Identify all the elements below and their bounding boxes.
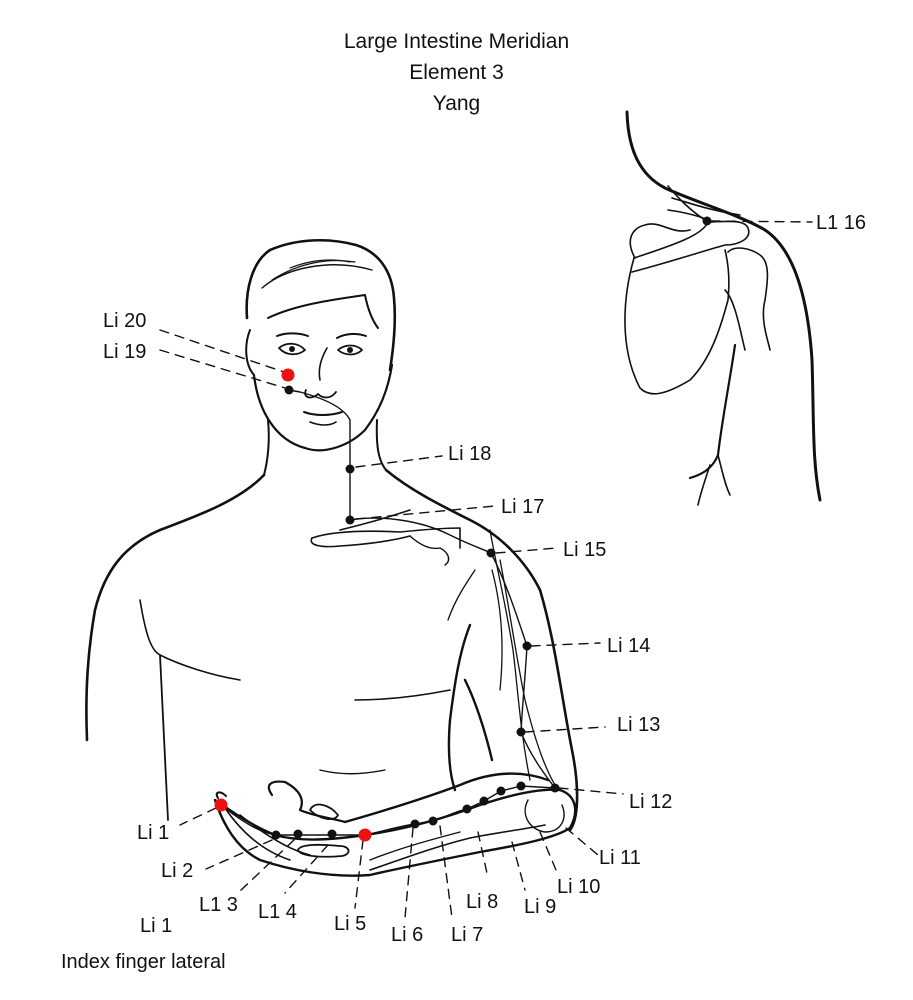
leader-li16 (710, 220, 813, 223)
leader-li8 (477, 831, 489, 879)
label-li18: Li 18 (448, 443, 492, 465)
label-li14: Li 14 (607, 635, 651, 657)
leader-li6 (404, 827, 414, 919)
label-li2: Li 2 (161, 860, 194, 882)
label-li10: Li 10 (557, 876, 601, 898)
acupoint-li12 (550, 783, 560, 793)
leader-li5 (354, 839, 364, 909)
leader-li20 (159, 329, 285, 373)
label-li17: Li 17 (501, 496, 545, 518)
label-li6: Li 6 (391, 924, 424, 946)
label-li3: L1 3 (199, 894, 238, 916)
acupoint-li17 (345, 515, 355, 525)
head-outline (245, 238, 397, 476)
diagram-title: Large Intestine Meridian Element 3 Yang (0, 26, 913, 119)
label-li16: L1 16 (816, 212, 867, 234)
acupoint-li18 (345, 464, 355, 474)
acupoint-li14 (522, 641, 532, 651)
leader-li19 (159, 349, 286, 389)
label-li5: Li 5 (334, 913, 367, 935)
acupoint-li19 (284, 385, 294, 395)
label-li1: Li 1 (137, 822, 170, 844)
torso-outline (85, 468, 579, 832)
leader-li4 (284, 844, 329, 894)
label-li13: Li 13 (617, 714, 661, 736)
leader-li9 (511, 841, 526, 891)
leader-li15 (495, 547, 558, 554)
label-li9: Li 9 (524, 896, 557, 918)
label-li7: Li 7 (451, 924, 484, 946)
leader-li10 (539, 831, 557, 871)
leader-li12 (558, 787, 624, 795)
acupoint-li20-highlighted (281, 368, 295, 382)
caption-point: Li 1 (140, 915, 173, 937)
title-meridian: Large Intestine Meridian (343, 30, 570, 53)
leader-li3 (239, 839, 295, 892)
acupoint-li1-highlighted (214, 798, 228, 812)
leader-li13 (524, 726, 606, 733)
label-li15: Li 15 (563, 539, 607, 561)
acupoint-li11 (516, 781, 526, 791)
acupoint-li9 (479, 796, 489, 806)
caption-description: Index finger lateral (61, 951, 226, 973)
label-li19: Li 19 (103, 341, 147, 363)
acupoint-li13 (516, 727, 526, 737)
leader-li18 (355, 455, 443, 468)
leader-li1 (179, 807, 217, 826)
label-li12: Li 12 (629, 791, 673, 813)
acupoint-li16 (702, 216, 712, 226)
label-li11: Li 11 (599, 847, 641, 869)
leader-lines (159, 220, 813, 919)
leader-li17 (355, 505, 496, 520)
acupoint-li15 (486, 548, 496, 558)
title-element: Element 3 (409, 61, 504, 84)
title-polarity: Yang (432, 92, 481, 115)
acupoint-li3 (293, 829, 303, 839)
acupoint-li6 (410, 819, 420, 829)
label-li20: Li 20 (103, 310, 147, 332)
acupoint-li4 (327, 829, 337, 839)
acupoint-li10 (496, 786, 506, 796)
leader-li7 (439, 825, 453, 919)
leader-li14 (530, 642, 601, 647)
acupoint-li2 (271, 830, 281, 840)
label-li8: Li 8 (466, 891, 499, 913)
acupoint-li5-highlighted (358, 828, 372, 842)
acupoint-li8 (462, 804, 472, 814)
acupoint-li7 (428, 816, 438, 826)
acupoints (214, 216, 712, 842)
arm-hand-outline (213, 389, 577, 877)
label-li4: L1 4 (258, 901, 297, 923)
leader-li2 (205, 839, 273, 870)
leader-li11 (565, 827, 599, 856)
shoulder-inset (624, 110, 822, 506)
